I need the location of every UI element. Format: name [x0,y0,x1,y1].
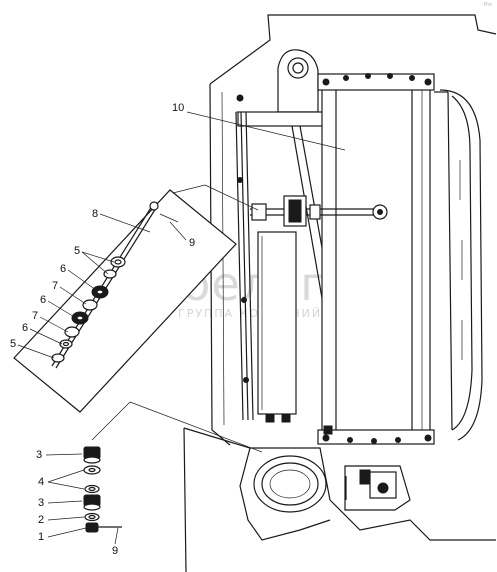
callout-label: 6 [60,263,66,275]
bracket-bolt-icon [265,413,275,423]
washer-icon [84,484,100,494]
washer-icon [82,299,98,311]
callout-label: 5 [10,338,16,350]
callout-label: 9 [189,237,195,249]
leader-panel-to-rod-b [204,184,259,211]
bolt-icon [237,177,243,183]
bracket-bolt-icon [323,425,333,435]
callout-label: 10 [172,102,184,114]
leader-line [47,469,85,483]
bolt-icon [241,297,247,303]
main-assembly [209,14,497,446]
nut-icon [83,446,101,464]
washer-icon [103,269,117,279]
callout-label: 5 [74,245,80,257]
corner-mark: Pro [484,2,492,8]
leader-line [59,286,87,305]
callout-label: 3 [36,449,42,461]
callout-label: 6 [40,294,46,306]
nut-icon [91,285,109,299]
nut-icon [59,339,73,349]
callout-label: 9 [112,545,118,557]
nut-icon [110,256,126,268]
tension-rod [250,195,388,227]
leader-line [114,527,119,545]
detail-panel: 8 9 5 6 7 6 7 6 5 [10,189,237,413]
nut-icon [83,494,101,511]
bracket-bolt-icon [281,413,291,423]
nut-icon [71,311,89,325]
bushing-ring [253,455,327,513]
callout-label: 7 [52,280,58,292]
leader-line [17,344,55,359]
callout-label: 3 [38,497,44,509]
leader-line [47,481,85,490]
housing-outline-top [209,14,497,85]
leader-line [47,516,85,521]
detail-panel-frame [13,189,237,413]
leader-line [67,269,97,291]
leader-line [81,251,109,275]
leader-bottom-to-base [91,401,131,441]
base-frame [183,427,496,572]
leader-bottom-to-base-b [129,401,263,453]
leader-line [81,251,115,263]
callout-label: 8 [92,208,98,220]
leader-line [99,213,151,233]
detail-bottom: 3 4 3 2 1 9 [36,446,122,557]
bolt-icon [243,377,249,383]
washer-icon [64,326,80,338]
callout-label: 7 [32,310,38,322]
stay-rod [235,111,254,421]
leader-line [29,328,63,345]
side-guard [439,89,483,441]
callout-label: 2 [38,514,44,526]
leader-line [39,316,69,333]
washer-icon [84,512,100,522]
bolt-icon [236,94,244,102]
leader-line [47,300,77,319]
callout-label: 1 [38,531,44,543]
callout-label: 6 [22,322,28,334]
pivot-bracket [237,49,331,127]
callout-label: 4 [38,476,44,488]
bolt-icon [85,522,122,533]
leader-line [169,221,187,241]
tank [317,73,453,445]
inner-panel [257,231,297,415]
leader-line [45,453,83,456]
callout-10: 10 [172,102,346,151]
washer-icon [83,465,101,475]
leader-line [47,527,87,538]
leader-line [47,500,83,504]
bottom-mount [345,469,397,500]
washer-icon [51,353,65,363]
